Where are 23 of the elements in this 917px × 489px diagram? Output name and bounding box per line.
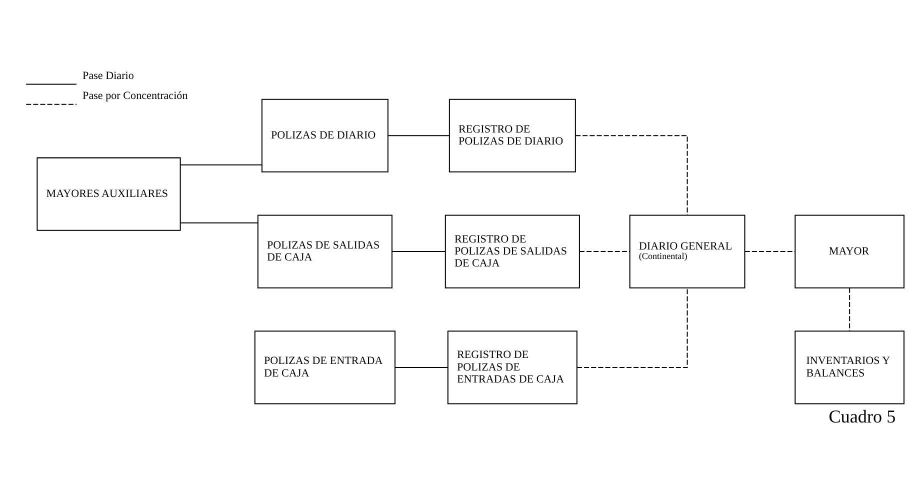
node-box: MAYORES AUXILIARES bbox=[36, 156, 181, 230]
node-box: INVENTARIOS Y BALANCES bbox=[794, 330, 904, 404]
node-box: REGISTRO DE POLIZAS DE ENTRADAS DE CAJA bbox=[447, 330, 578, 404]
node-box: MAYOR bbox=[794, 214, 904, 288]
caption: Cuadro 5 bbox=[828, 406, 896, 426]
node-box: REGISTRO DE POLIZAS DE DIARIO bbox=[448, 98, 576, 172]
connector bbox=[576, 134, 688, 215]
connector bbox=[180, 222, 258, 223]
connector bbox=[577, 287, 688, 368]
legend-label: Pase por Concentración bbox=[82, 90, 188, 102]
connector bbox=[849, 287, 850, 330]
node-box: DIARIO GENERAL (Continental) bbox=[629, 214, 746, 288]
legend-label: Pase Diario bbox=[82, 69, 134, 82]
node-box: POLIZAS DE SALIDAS DE CAJA bbox=[257, 214, 392, 288]
node-box: POLIZAS DE DIARIO bbox=[261, 98, 388, 172]
connector bbox=[580, 250, 630, 252]
connector bbox=[180, 164, 262, 165]
connector bbox=[388, 134, 450, 136]
connector bbox=[744, 250, 796, 252]
node-box: POLIZAS DE ENTRADA DE CAJA bbox=[254, 330, 396, 404]
connector bbox=[392, 250, 446, 252]
connector bbox=[395, 366, 448, 368]
node-box: REGISTRO DE POLIZAS DE SALIDAS DE CAJA bbox=[444, 214, 580, 288]
